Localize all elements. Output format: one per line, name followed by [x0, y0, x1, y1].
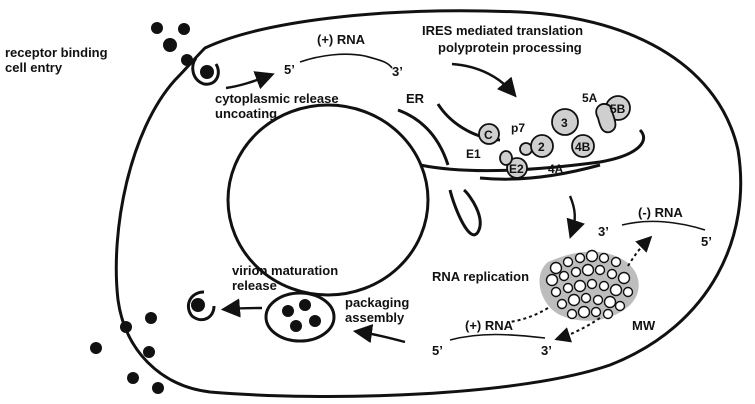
label-5b: 5B: [610, 102, 626, 116]
membranous-web: [539, 249, 639, 321]
label-3prime-minus: 3’: [598, 224, 609, 239]
web-vesicle: [585, 249, 599, 263]
label-3prime-top: 3’: [392, 64, 403, 79]
nucleus: [226, 103, 430, 297]
web-vesicle: [580, 292, 592, 304]
web-vesicle: [598, 252, 610, 264]
virions-outside-release: [90, 312, 164, 394]
web-vesicle: [556, 298, 568, 310]
label-mw: MW: [632, 318, 656, 333]
plus-rna-bottom-strand: [449, 333, 546, 341]
label-3: 3: [561, 116, 568, 130]
label-minus-rna: (-) RNA: [638, 205, 683, 220]
web-vesicle: [562, 282, 574, 294]
label-ires-translation: IRES mediated translation: [422, 23, 583, 38]
label-polyprotein-processing: polyprotein processing: [438, 40, 582, 55]
protein-5a: [595, 103, 617, 134]
minus-rna-strand: [621, 220, 706, 231]
web-vesicle: [549, 261, 563, 275]
membranous-web-vesicles: [545, 249, 634, 320]
web-vesicle: [567, 293, 581, 307]
arrow-to-packaging: [352, 324, 406, 344]
web-vesicle: [609, 283, 623, 297]
dotted-line-left: [509, 307, 549, 323]
web-vesicle: [577, 305, 591, 319]
cell-membrane: [114, 9, 743, 398]
label-5prime-minus: 5’: [701, 234, 712, 249]
arrow-entry-to-rna: [225, 71, 275, 90]
protein-4b: [571, 134, 595, 158]
web-vesicle: [602, 308, 614, 320]
assembling-virions: [282, 299, 321, 332]
label-cell-entry: cell entry: [5, 60, 63, 75]
virions-outside-entry: [151, 22, 193, 66]
web-vesicle: [573, 279, 587, 293]
arrow-to-plus-rna: [554, 317, 601, 343]
arrow-to-minus-rna: [627, 235, 653, 267]
exit-pit: [187, 290, 216, 322]
web-vesicle: [614, 300, 626, 312]
label-e1: E1: [466, 147, 481, 161]
web-vesicle: [562, 256, 574, 268]
entering-virion: [200, 65, 214, 79]
arrow-to-release: [220, 298, 263, 318]
protein-e2: [506, 157, 528, 179]
label-plus-rna-top: (+) RNA: [317, 32, 366, 47]
web-vesicle: [610, 256, 622, 268]
protein-2: [530, 134, 554, 158]
exiting-virion: [191, 298, 205, 312]
viral-proteins: [478, 95, 631, 179]
label-c: C: [484, 128, 493, 142]
web-vesicle: [590, 306, 602, 318]
plus-rna-top-strand: [299, 53, 393, 69]
label-e2: E2: [509, 162, 524, 176]
label-rna-replication: RNA replication: [432, 269, 529, 284]
web-vesicle: [581, 263, 595, 277]
label-plus-rna-bottom: (+) RNA: [465, 318, 514, 333]
web-vesicle: [592, 294, 604, 306]
arrow-to-translation: [451, 62, 517, 98]
label-er: ER: [406, 91, 425, 106]
label-4b: 4B: [575, 140, 591, 154]
web-vesicle: [566, 308, 578, 320]
label-assembly: assembly: [345, 310, 405, 325]
label-4a: 4A: [548, 162, 564, 176]
web-vesicle: [550, 286, 562, 298]
web-vesicle: [603, 295, 617, 309]
entry-pit: [191, 57, 220, 86]
label-release: release: [232, 278, 277, 293]
label-5a: 5A: [582, 91, 598, 105]
label-uncoating: uncoating: [215, 106, 277, 121]
protein-c: [478, 123, 500, 145]
arrow-to-replication: [566, 195, 585, 239]
label-2: 2: [538, 140, 545, 154]
label-cytoplasmic-release: cytoplasmic release: [215, 91, 339, 106]
web-vesicle: [606, 268, 618, 280]
label-virion-maturation: virion maturation: [232, 263, 338, 278]
label-p7: p7: [511, 121, 525, 135]
web-vesicle: [594, 264, 606, 276]
web-vesicle: [545, 273, 559, 287]
protein-3: [551, 108, 579, 136]
packaging-vesicle: [264, 291, 336, 343]
protein-e1: [499, 150, 513, 166]
web-vesicle: [574, 252, 586, 264]
web-vesicle: [586, 278, 598, 290]
label-packaging: packaging: [345, 295, 409, 310]
web-vesicle: [598, 280, 610, 292]
web-vesicle: [617, 271, 631, 285]
web-vesicle: [570, 266, 582, 278]
web-vesicle: [558, 270, 570, 282]
label-5prime-top: 5’: [284, 62, 295, 77]
label-3prime-bottom: 3’: [541, 343, 552, 358]
label-5prime-bottom: 5’: [432, 343, 443, 358]
label-receptor-binding: receptor binding: [5, 45, 108, 60]
web-vesicle: [622, 286, 634, 298]
